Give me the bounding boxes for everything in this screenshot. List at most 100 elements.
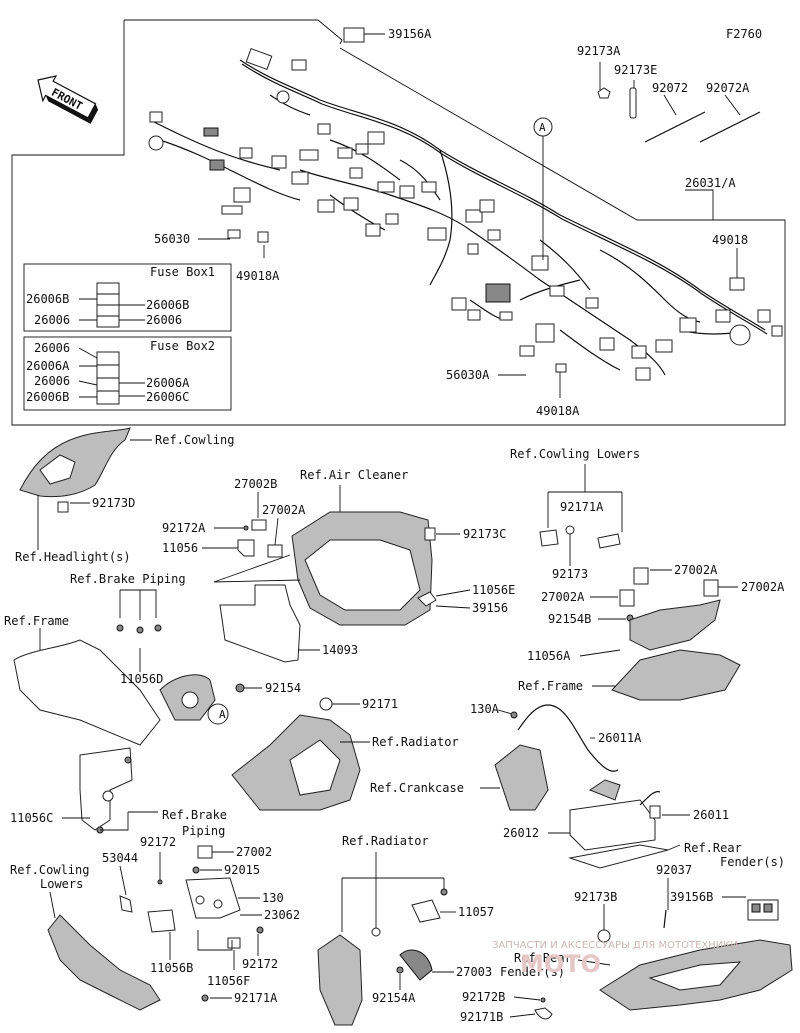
label-92154A: 92154A — [372, 991, 416, 1005]
cowling-lowers-left-group: 92172 53044 Ref.Cowling Lowers 11056B 27… — [10, 835, 300, 1011]
label-92171: 92171 — [362, 697, 398, 711]
ref-a-marker-frame: A — [219, 708, 226, 721]
ref-cowling-lowers-label-2a: Ref.Cowling — [10, 863, 89, 877]
label-49018A-2: 49018A — [536, 404, 580, 418]
fuse-box-2: Fuse Box2 26006 26006A 26006 26006A 2600… — [23, 336, 232, 411]
fuse-box-1-label-2: 26006B — [146, 298, 189, 312]
label-39156A: 39156A — [388, 27, 432, 41]
label-92072A: 92072A — [706, 81, 750, 95]
fuse-box-2-label-2: 26006A — [26, 359, 70, 373]
ref-rear-fender-label-1b: Fender(s) — [720, 855, 785, 869]
ref-brake-piping-label-2a: Ref.Brake — [162, 808, 227, 822]
label-27003: 27003 — [456, 965, 492, 979]
label-92154: 92154 — [265, 681, 301, 695]
label-92172A: 92172A — [162, 521, 206, 535]
label-27002A-2: 27002A — [674, 563, 718, 577]
fuse-box-2-label-6: 26006C — [146, 390, 189, 404]
ref-brake-piping-label-2b: Piping — [182, 824, 225, 838]
label-92171A-1: 92171A — [560, 500, 604, 514]
label-11056A: 11056A — [527, 649, 571, 663]
harness-panel: F2760 FRONT — [11, 19, 786, 426]
label-56030: 56030 — [154, 232, 190, 246]
fuse-box-1-label-3: 26006 — [34, 313, 70, 327]
label-26012: 26012 — [503, 826, 539, 840]
label-92072: 92072 — [652, 81, 688, 95]
ref-rear-fender-label-2a: Ref.Rear — [514, 951, 572, 965]
label-27002B: 27002B — [234, 477, 277, 491]
cowling-lowers-right-group: Ref.Cowling Lowers 92171A 92173 27002A 2… — [510, 447, 785, 701]
fuse-box-2-title: Fuse Box2 — [150, 339, 215, 353]
label-92172B: 92172B — [462, 990, 505, 1004]
ref-rear-fender-label-2b: Fender(s) — [500, 965, 565, 979]
harness-connectors — [148, 27, 783, 381]
ref-radiator-label-1: Ref.Radiator — [372, 735, 459, 749]
label-92172-2: 92172 — [242, 957, 278, 971]
fuse-box-1-title: Fuse Box1 — [150, 265, 215, 279]
label-92037: 92037 — [656, 863, 692, 877]
label-11057: 11057 — [458, 905, 494, 919]
label-49018: 49018 — [712, 233, 748, 247]
main-wire-harness — [149, 59, 768, 376]
label-27002A-4: 27002A — [541, 590, 585, 604]
fuse-box-1-label-4: 26006 — [146, 313, 182, 327]
label-14093: 14093 — [322, 643, 358, 657]
ref-brake-piping-label-1: Ref.Brake Piping — [70, 572, 186, 586]
battery-group: 130A 26011A Ref.Crankcase 26011 26012 Re… — [370, 702, 785, 869]
label-11056D: 11056D — [120, 672, 163, 686]
ref-radiator-label-2: Ref.Radiator — [342, 834, 429, 848]
label-92173C: 92173C — [463, 527, 506, 541]
label-92171B: 92171B — [460, 1010, 503, 1024]
label-92173B: 92173B — [574, 890, 617, 904]
label-26031A: 26031/A — [685, 176, 736, 190]
radiator-group: 92171 Ref.Radiator — [231, 697, 459, 811]
label-130A: 130A — [470, 702, 500, 716]
frame-left-group: Ref.Brake Piping Ref.Frame A 11056D 9215… — [4, 572, 301, 746]
fuse-box-2-label-4: 26006A — [146, 376, 190, 390]
label-26011A: 26011A — [598, 731, 642, 745]
air-cleaner-group: Ref.Air Cleaner 92173C 11056E 39156 2700… — [162, 468, 515, 663]
rear-fender-group: 92037 39156B 92173B Ref.Rear Fender(s) 9… — [460, 863, 793, 1024]
figure-code: F2760 — [726, 27, 762, 41]
label-92173: 92173 — [552, 567, 588, 581]
ref-frame-label-1: Ref.Frame — [4, 614, 69, 628]
cowling-group: Ref.Cowling 92173D Ref.Headlight(s) — [15, 427, 234, 564]
ref-rear-fender-label-1a: Ref.Rear — [684, 841, 742, 855]
front-arrow-icon: FRONT — [37, 75, 99, 124]
label-130: 130 — [262, 891, 284, 905]
radiator-lower-group: Ref.Radiator 11057 27003 92154A — [317, 834, 494, 1026]
label-26011: 26011 — [693, 808, 729, 822]
ref-crankcase-label: Ref.Crankcase — [370, 781, 464, 795]
label-92173D: 92173D — [92, 496, 135, 510]
fuse-box-2-label-1: 26006 — [34, 341, 70, 355]
watermark-logo: МОТО — [520, 950, 601, 978]
ref-frame-label-2: Ref.Frame — [518, 679, 583, 693]
ref-cowling-lowers-label-2b: Lowers — [40, 877, 83, 891]
label-11056: 11056 — [162, 541, 198, 555]
label-11056C: 11056C — [10, 811, 53, 825]
watermark: МОТО ЗАПЧАСТИ И АКСЕССУАРЫ ДЛЯ МОТОТЕХНИ… — [492, 940, 738, 978]
label-92015: 92015 — [224, 863, 260, 877]
clips-and-ties — [533, 87, 761, 143]
fuse-box-1: Fuse Box1 26006B 26006B 26006 26006 — [23, 263, 232, 332]
label-11056F: 11056F — [207, 974, 250, 988]
ref-a-marker-top: A — [539, 121, 546, 134]
label-53044: 53044 — [102, 851, 138, 865]
label-92154B: 92154B — [548, 612, 591, 626]
ref-cowling-label: Ref.Cowling — [155, 433, 234, 447]
ref-air-cleaner-label: Ref.Air Cleaner — [300, 468, 408, 482]
fuse-box-2-label-5: 26006B — [26, 390, 69, 404]
ref-headlight-label: Ref.Headlight(s) — [15, 550, 131, 564]
label-92173E: 92173E — [614, 63, 657, 77]
label-23062: 23062 — [264, 908, 300, 922]
label-11056E: 11056E — [472, 583, 515, 597]
label-39156: 39156 — [472, 601, 508, 615]
label-92172-1: 92172 — [140, 835, 176, 849]
fuse-box-1-label-1: 26006B — [26, 292, 69, 306]
label-27002: 27002 — [236, 845, 272, 859]
label-27002A-1: 27002A — [262, 503, 306, 517]
label-56030A: 56030A — [446, 368, 490, 382]
label-11056B: 11056B — [150, 961, 193, 975]
watermark-text: ЗАПЧАСТИ И АКСЕССУАРЫ ДЛЯ МОТОТЕХНИКИ — [492, 940, 738, 951]
ref-cowling-lowers-label-1: Ref.Cowling Lowers — [510, 447, 640, 461]
